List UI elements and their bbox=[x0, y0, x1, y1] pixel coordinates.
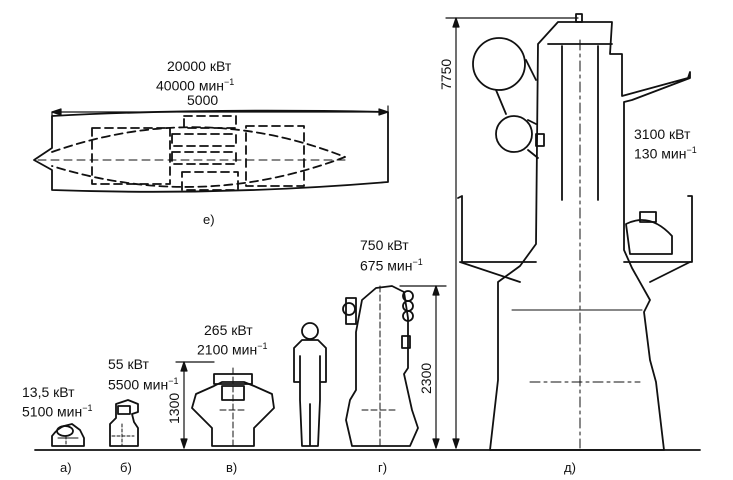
engine-a-caption: а) bbox=[60, 460, 72, 475]
engine-g-power: 750 кВт bbox=[360, 237, 409, 253]
engine-g-outline bbox=[342, 285, 419, 449]
engine-g-height-dimension bbox=[399, 285, 447, 449]
engine-a-power: 13,5 кВт bbox=[22, 384, 75, 400]
engine-g-speed: 675 мин−1 bbox=[360, 257, 423, 274]
engine-e-power: 20000 кВт bbox=[167, 58, 232, 74]
engine-d-height-dimension bbox=[445, 17, 579, 449]
engine-a-outline bbox=[51, 423, 85, 447]
engine-b-power: 55 кВт bbox=[108, 356, 149, 372]
engine-v-outline bbox=[191, 367, 275, 449]
engine-g-caption: г) bbox=[378, 460, 388, 475]
engine-d-caption: д) bbox=[564, 460, 576, 475]
engine-b-caption: б) bbox=[120, 460, 132, 475]
engine-v-caption: в) bbox=[226, 460, 238, 475]
engine-v-height-dimension bbox=[175, 361, 215, 449]
engine-e-length-dimension bbox=[51, 105, 389, 119]
engine-e-length: 5000 bbox=[187, 92, 219, 108]
engine-d-speed: 130 мин−1 bbox=[634, 145, 697, 162]
engine-v-height: 1300 bbox=[166, 392, 182, 424]
engine-d-outline bbox=[457, 13, 693, 451]
engine-g-height: 2300 bbox=[418, 362, 434, 394]
engine-d-power: 3100 кВт bbox=[634, 126, 691, 142]
engine-b-speed: 5500 мин−1 bbox=[108, 376, 179, 393]
engine-v-speed: 2100 мин−1 bbox=[197, 341, 268, 358]
human-figure-scale bbox=[293, 322, 327, 447]
engine-v-power: 265 кВт bbox=[204, 322, 253, 338]
engine-e-caption: е) bbox=[203, 212, 215, 227]
engine-b-outline bbox=[109, 399, 139, 447]
engine-a-speed: 5100 мин−1 bbox=[22, 403, 93, 420]
engine-e-speed: 40000 мин−1 bbox=[156, 77, 235, 94]
engine-e-outline bbox=[33, 109, 389, 193]
engine-d-height: 7750 bbox=[438, 58, 454, 90]
